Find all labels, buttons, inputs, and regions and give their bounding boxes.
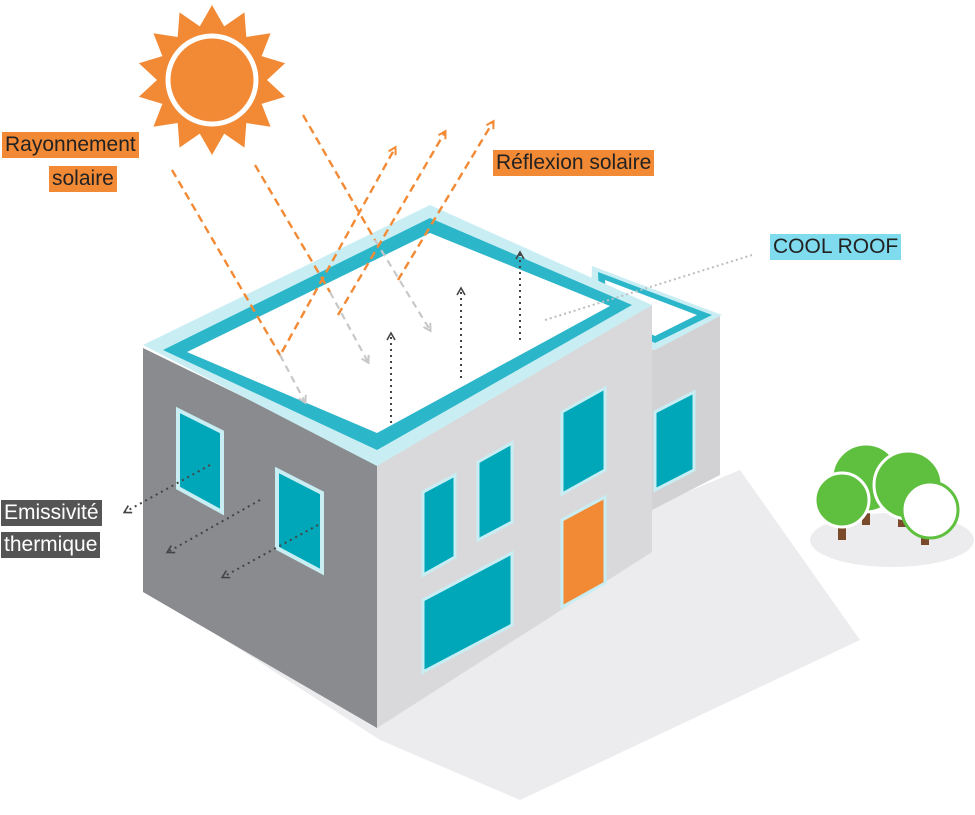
window-left-2[interactable]	[275, 466, 324, 576]
radiation-ray-1	[170, 169, 282, 356]
emission-wall-1	[122, 464, 211, 514]
label-solar-radiation-line2: solaire	[49, 166, 117, 192]
label-emissivity-line2: thermique	[1, 532, 101, 558]
solar-radiation-arrows	[170, 114, 377, 356]
absorbed-ray-2	[329, 291, 368, 362]
annex-window[interactable]	[653, 389, 696, 493]
reflection-ray-3	[396, 122, 493, 281]
solar-reflection-arrows	[280, 122, 493, 353]
window-right-2[interactable]	[476, 440, 514, 543]
emission-wall-3	[220, 524, 319, 579]
sun-icon	[138, 5, 286, 155]
window-right-3[interactable]	[560, 385, 607, 497]
door[interactable]	[560, 494, 607, 610]
window-right-wide[interactable]	[421, 550, 514, 675]
absorbed-ray-3	[374, 239, 430, 330]
window-right-1[interactable]	[421, 472, 457, 578]
absorbed-arrows	[279, 239, 430, 402]
cool-roof-leader	[544, 254, 753, 321]
wall-emission-arrows	[122, 464, 319, 579]
label-solar-radiation-line1: Rayonnement	[2, 132, 139, 158]
label-solar-reflection: Réflexion solaire	[493, 150, 655, 176]
tree-icon	[810, 442, 974, 567]
label-cool-roof: COOL ROOF	[770, 234, 902, 260]
roof-emission-arrows	[386, 250, 525, 423]
radiation-ray-3	[301, 114, 377, 241]
label-emissivity-line1: Emissivité	[1, 500, 102, 526]
roof-surface[interactable]	[187, 233, 610, 433]
window-left-1[interactable]	[176, 406, 224, 516]
reflection-ray-2	[336, 132, 445, 316]
absorbed-ray-1	[279, 354, 305, 402]
radiation-ray-2	[253, 164, 332, 293]
